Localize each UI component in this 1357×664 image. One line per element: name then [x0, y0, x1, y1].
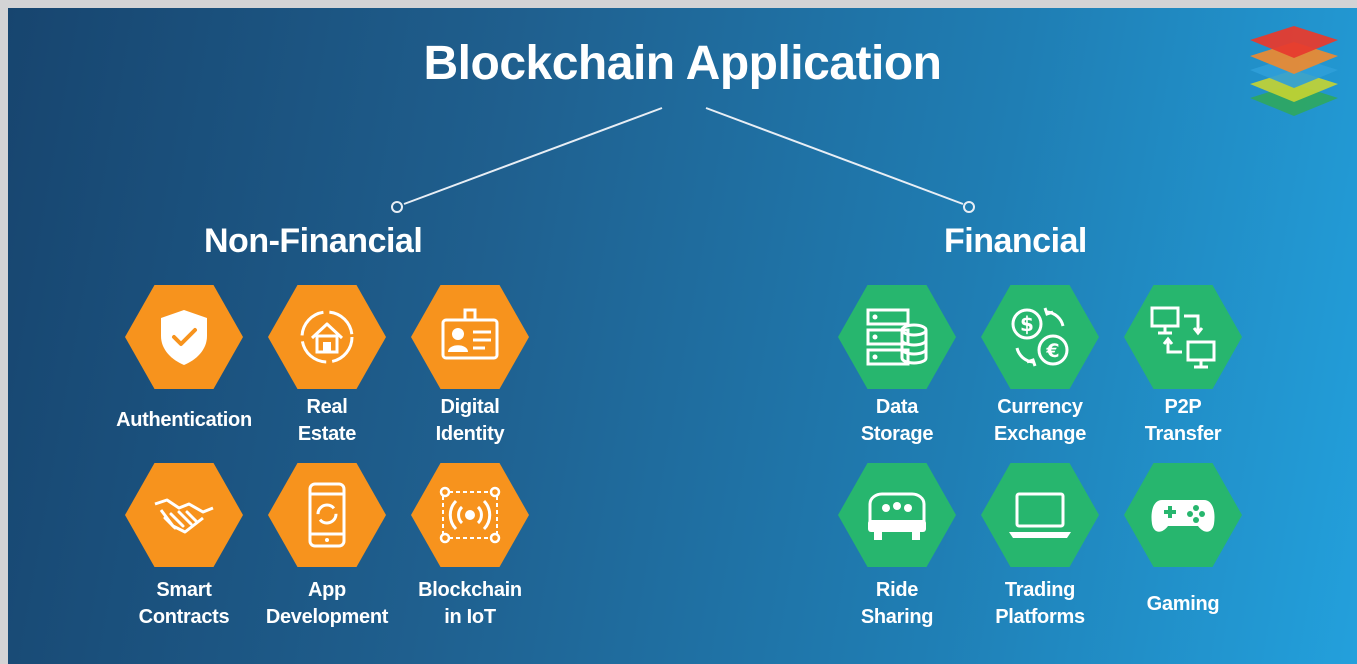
svg-text:$: $ [1020, 312, 1034, 336]
data-storage-hexagon [838, 285, 956, 389]
category-non-financial: Non-Financial [204, 222, 423, 260]
id-badge-icon [441, 308, 499, 360]
infographic-panel: Blockchain Application Non-Financial Fin… [8, 8, 1357, 664]
handshake-icon [154, 498, 214, 534]
shield-check-icon [161, 310, 207, 365]
label-gaming: Gaming [1146, 593, 1220, 615]
house-cycle-icon [300, 310, 354, 364]
connector-node-right [963, 201, 975, 213]
database-icon [866, 308, 928, 366]
iot-network-icon [439, 486, 501, 544]
label-authentication: Authentication [116, 409, 252, 431]
smartphone-icon [308, 482, 346, 548]
currency-exchange-icon: $ € [1011, 307, 1069, 367]
category-financial: Financial [944, 222, 1087, 260]
svg-text:€: € [1045, 340, 1059, 362]
ride-sharing-hexagon [838, 463, 956, 567]
car-passengers-icon [868, 492, 926, 540]
computer-transfer-icon [1150, 306, 1216, 369]
gamepad-icon [1151, 500, 1215, 532]
tree-connectors [391, 107, 975, 213]
connector-line-right [705, 107, 964, 205]
stack-layers-icon [1250, 26, 1338, 116]
authentication-hexagon [125, 285, 243, 389]
connector-node-left [391, 201, 403, 213]
laptop-icon [1009, 492, 1071, 538]
connector-line-left [403, 107, 663, 205]
diagram-title: Blockchain Application [423, 37, 942, 90]
